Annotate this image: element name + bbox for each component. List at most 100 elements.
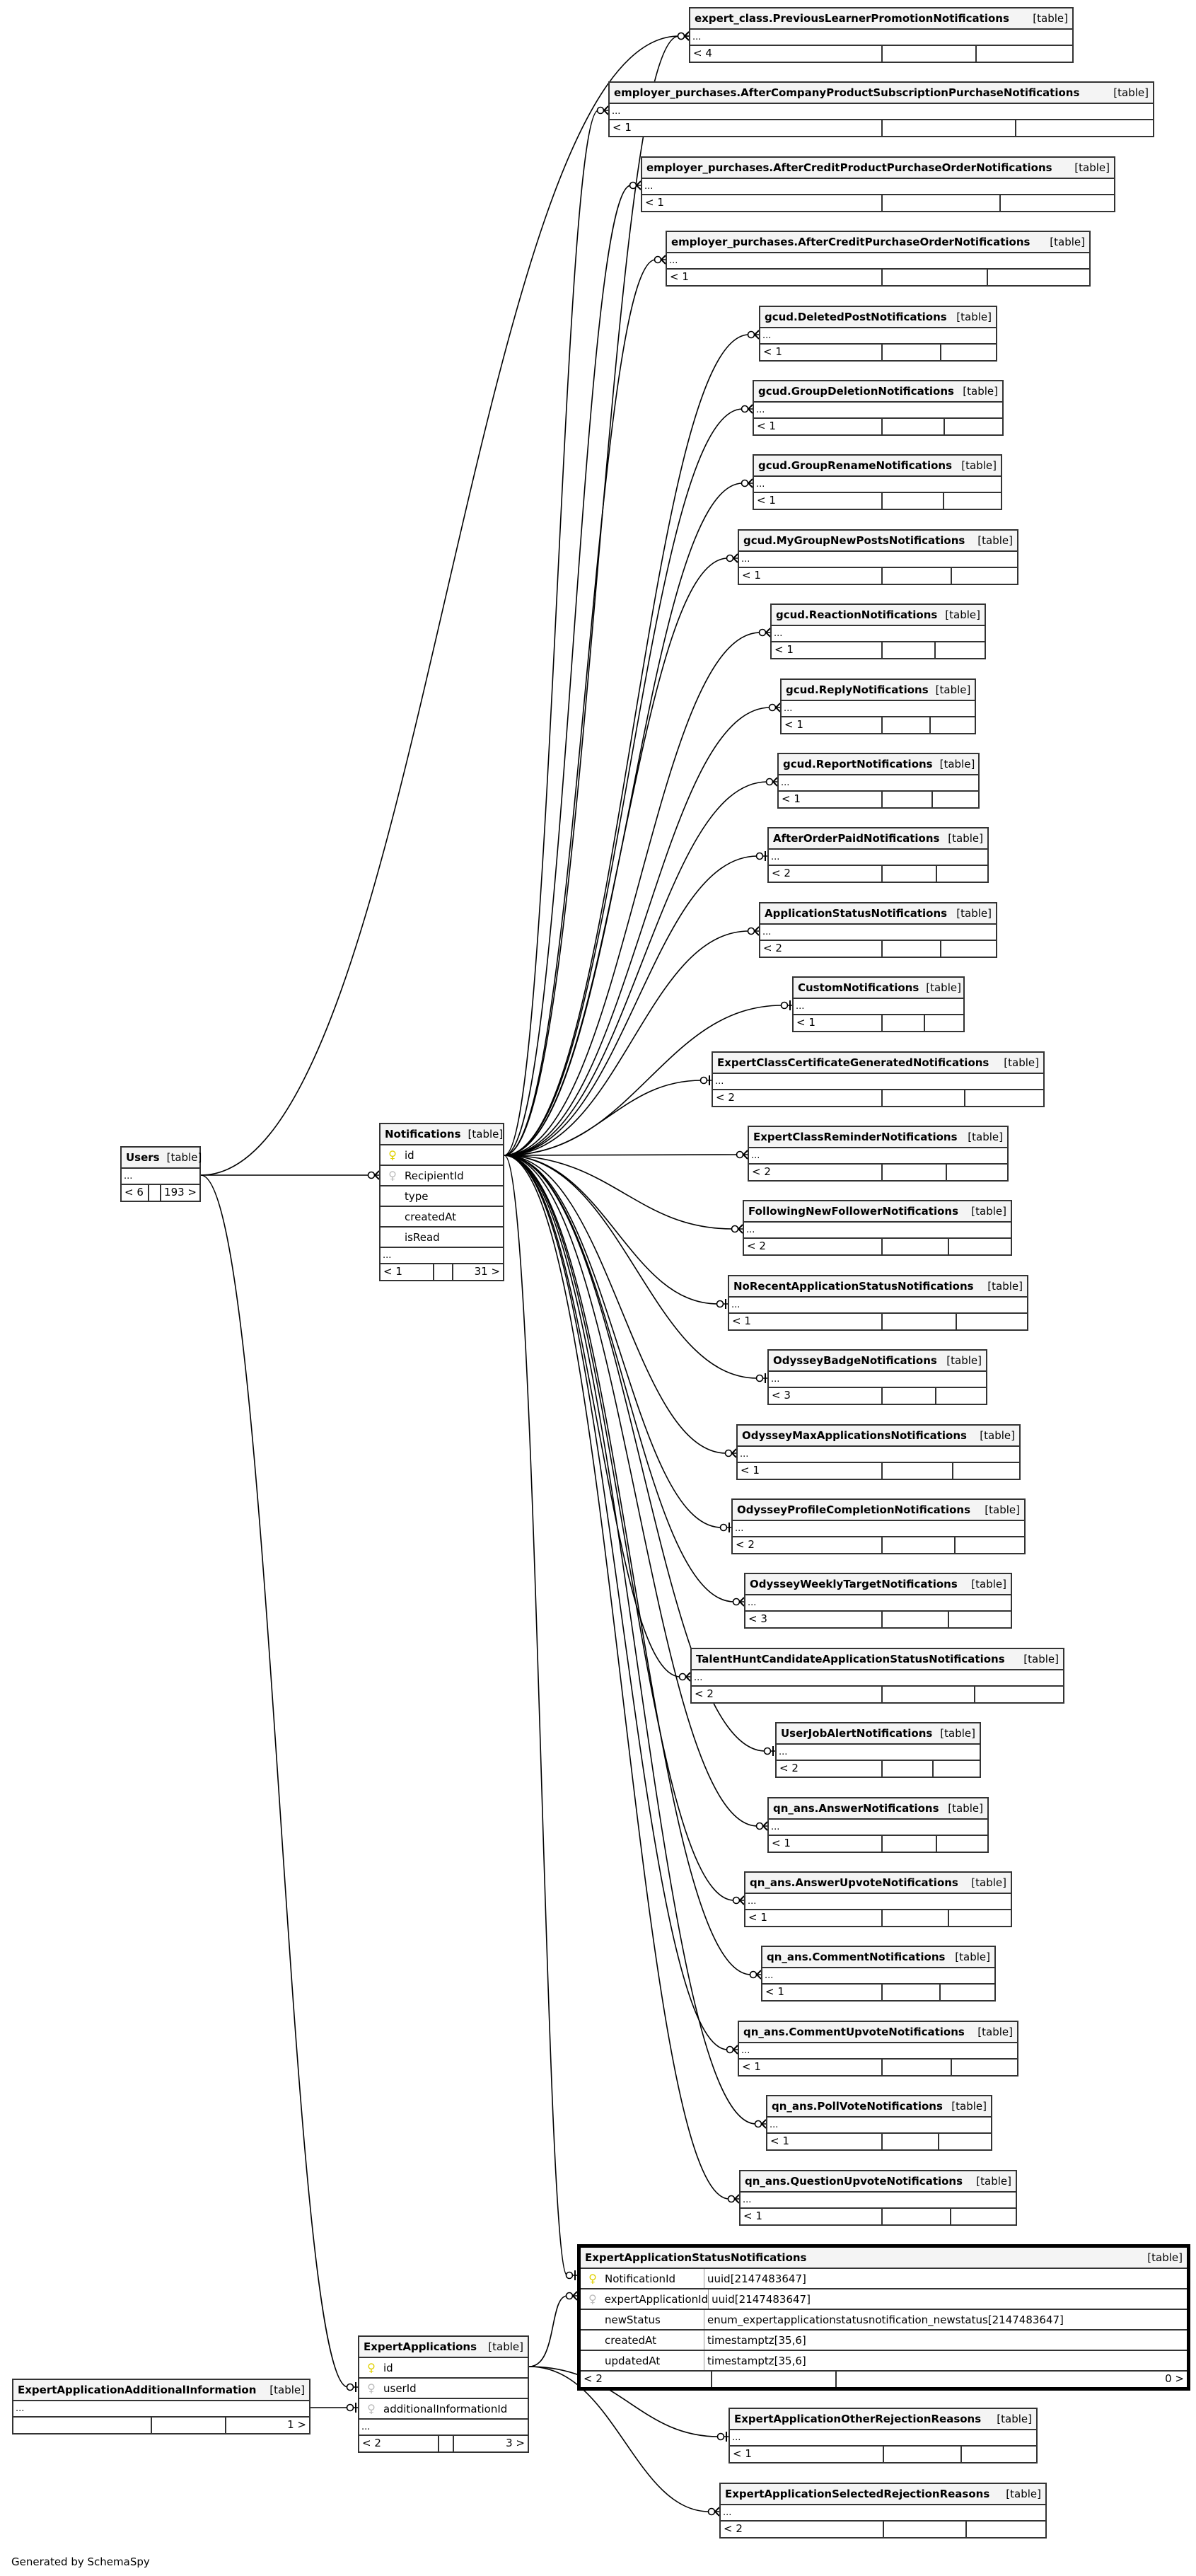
- table-name[interactable]: OdysseyMaxApplicationsNotifications: [742, 1429, 967, 1442]
- table-odysseymaxapplicationsnotifications[interactable]: OdysseyMaxApplicationsNotifications[tabl…: [736, 1424, 1021, 1480]
- parents-link[interactable]: < 2: [752, 1165, 771, 1178]
- children-link[interactable]: [948, 1910, 1011, 1926]
- more-columns[interactable]: ...: [667, 253, 1089, 270]
- parents-link[interactable]: < 3: [772, 1389, 791, 1402]
- table-name[interactable]: ExpertApplications: [364, 2340, 477, 2353]
- more-columns[interactable]: ...: [767, 2118, 991, 2134]
- table-userjobalertnotifications[interactable]: UserJobAlertNotifications[table]... < 2: [775, 1722, 981, 1778]
- table-name[interactable]: OdysseyBadgeNotifications: [773, 1354, 937, 1367]
- parents-link[interactable]: < 1: [770, 2135, 789, 2147]
- table-header[interactable]: gcud.ReplyNotifications[table]: [782, 680, 975, 701]
- more-columns[interactable]: ...: [721, 2505, 1045, 2522]
- parents-link[interactable]: < 1: [772, 1837, 791, 1849]
- table-header[interactable]: Users[table]: [122, 1148, 202, 1169]
- table-expertapplicationselectedrejectionreasons[interactable]: ExpertApplicationSelectedRejectionReason…: [719, 2483, 1047, 2539]
- table-expert-class-previouslearnerpromotionnotifications[interactable]: expert_class.PreviousLearnerPromotionNot…: [689, 7, 1074, 63]
- more-columns[interactable]: ...: [760, 925, 996, 941]
- children-link[interactable]: [951, 2060, 1017, 2075]
- more-columns[interactable]: ...: [769, 1372, 986, 1388]
- table-header[interactable]: employer_purchases.AfterCreditProductPur…: [642, 158, 1114, 179]
- table-header[interactable]: CustomNotifications[table]: [794, 978, 963, 999]
- more-columns[interactable]: ...: [713, 1074, 1043, 1090]
- table-expertclasscertificategeneratednotifications[interactable]: ExpertClassCertificateGeneratedNotificat…: [712, 1051, 1045, 1107]
- column-row[interactable]: type: [381, 1186, 503, 1207]
- table-name[interactable]: gcud.GroupDeletionNotifications: [758, 385, 954, 398]
- table-name[interactable]: qn_ans.CommentUpvoteNotifications: [743, 2026, 965, 2038]
- table-qn-ans-commentupvotenotifications[interactable]: qn_ans.CommentUpvoteNotifications[table]…: [738, 2021, 1018, 2077]
- table-name[interactable]: qn_ans.AnswerNotifications: [773, 1802, 939, 1815]
- parents-link[interactable]: < 3: [748, 1612, 767, 1625]
- column-row[interactable]: isRead: [381, 1228, 503, 1248]
- table-name[interactable]: qn_ans.CommentNotifications: [767, 1951, 946, 1963]
- table-qn-ans-pollvotenotifications[interactable]: qn_ans.PollVoteNotifications[table]... <…: [766, 2095, 992, 2151]
- parents-link[interactable]: < 2: [772, 867, 791, 879]
- table-header[interactable]: ExpertClassCertificateGeneratedNotificat…: [713, 1053, 1043, 1074]
- table-header[interactable]: qn_ans.QuestionUpvoteNotifications[table…: [741, 2171, 1016, 2193]
- table-qn-ans-answernotifications[interactable]: qn_ans.AnswerNotifications[table]... < 1: [767, 1797, 989, 1853]
- table-name[interactable]: employer_purchases.AfterCompanyProductSu…: [614, 86, 1080, 99]
- children-link[interactable]: [965, 2522, 1045, 2537]
- table-header[interactable]: FollowingNewFollowerNotifications[table]: [744, 1201, 1011, 1223]
- table-name[interactable]: gcud.ReportNotifications: [783, 758, 933, 770]
- more-columns[interactable]: ...: [745, 1894, 1011, 1910]
- children-link[interactable]: [950, 2209, 1016, 2224]
- parents-link[interactable]: < 1: [763, 345, 782, 358]
- children-link[interactable]: [999, 195, 1114, 211]
- parents-link[interactable]: < 1: [741, 1464, 760, 1477]
- table-name[interactable]: NoRecentApplicationStatusNotifications: [733, 1280, 974, 1293]
- parents-link[interactable]: < 2: [736, 1538, 755, 1551]
- table-name[interactable]: gcud.ReplyNotifications: [786, 683, 929, 696]
- parents-link[interactable]: < 1: [748, 1911, 767, 1924]
- parents-link[interactable]: < 6: [124, 1186, 144, 1199]
- children-link[interactable]: [1015, 120, 1153, 136]
- parents-link[interactable]: < 2: [695, 1687, 714, 1700]
- table-name[interactable]: qn_ans.QuestionUpvoteNotifications: [745, 2175, 963, 2188]
- children-link[interactable]: 193 >: [160, 1185, 199, 1201]
- parents-link[interactable]: < 1: [670, 270, 689, 283]
- table-qn-ans-questionupvotenotifications[interactable]: qn_ans.QuestionUpvoteNotifications[table…: [739, 2170, 1017, 2226]
- table-header[interactable]: employer_purchases.AfterCreditPurchaseOr…: [667, 232, 1089, 253]
- more-columns[interactable]: ...: [769, 1820, 987, 1836]
- parents-link[interactable]: < 1: [784, 718, 803, 731]
- more-columns[interactable]: ...: [13, 2401, 309, 2418]
- table-name[interactable]: ApplicationStatusNotifications: [765, 907, 948, 920]
- table-name[interactable]: ExpertApplicationStatusNotifications: [585, 2251, 807, 2264]
- children-link[interactable]: [934, 642, 985, 658]
- table-talenthuntcandidateapplicationstatusnotifications[interactable]: TalentHuntCandidateApplicationStatusNoti…: [690, 1648, 1064, 1704]
- children-link[interactable]: [948, 1612, 1011, 1627]
- table-header[interactable]: ExpertApplicationOtherRejectionReasons[t…: [730, 2409, 1036, 2430]
- more-columns[interactable]: ...: [762, 1968, 994, 1985]
- more-columns[interactable]: ...: [794, 999, 963, 1015]
- table-name[interactable]: FollowingNewFollowerNotifications: [748, 1205, 959, 1218]
- more-columns[interactable]: ...: [779, 775, 978, 792]
- more-columns[interactable]: ...: [754, 403, 1002, 419]
- children-link[interactable]: [924, 1015, 963, 1031]
- table-name[interactable]: qn_ans.AnswerUpvoteNotifications: [750, 1876, 958, 1889]
- table-followingnewfollowernotifications[interactable]: FollowingNewFollowerNotifications[table]…: [743, 1200, 1012, 1256]
- table-odysseybadgenotifications[interactable]: OdysseyBadgeNotifications[table]... < 3: [767, 1349, 987, 1405]
- table-expertapplicationadditionalinformation[interactable]: ExpertApplicationAdditionalInformation[t…: [12, 2379, 310, 2435]
- more-columns[interactable]: ...: [760, 328, 996, 345]
- table-header[interactable]: ExpertApplications[table]: [359, 2337, 528, 2358]
- parents-link[interactable]: < 1: [765, 1985, 784, 1998]
- children-link[interactable]: [936, 866, 987, 882]
- table-header[interactable]: ExpertClassReminderNotifications[table]: [749, 1127, 1007, 1148]
- children-link[interactable]: 0 >: [835, 2372, 1187, 2387]
- parents-link[interactable]: < 1: [757, 494, 776, 507]
- table-name[interactable]: UserJobAlertNotifications: [781, 1727, 933, 1740]
- more-columns[interactable]: ...: [782, 701, 975, 717]
- table-name[interactable]: ExpertApplicationOtherRejectionReasons: [734, 2413, 982, 2425]
- table-name[interactable]: TalentHuntCandidateApplicationStatusNoti…: [696, 1653, 1005, 1665]
- table-header[interactable]: qn_ans.CommentUpvoteNotifications[table]: [739, 2022, 1017, 2043]
- column-row[interactable]: ♀userId: [359, 2379, 528, 2399]
- table-header[interactable]: qn_ans.CommentNotifications[table]: [762, 1947, 994, 1968]
- table-header[interactable]: qn_ans.PollVoteNotifications[table]: [767, 2096, 991, 2118]
- column-row[interactable]: ♀RecipientId: [381, 1166, 503, 1186]
- table-users[interactable]: Users[table]... < 6 193 >: [120, 1146, 202, 1202]
- table-name[interactable]: gcud.GroupRenameNotifications: [758, 459, 953, 472]
- parents-link[interactable]: < 1: [757, 420, 776, 432]
- children-link[interactable]: 31 >: [452, 1264, 503, 1280]
- table-name[interactable]: ExpertApplicationSelectedRejectionReason…: [725, 2488, 990, 2500]
- more-columns[interactable]: ...: [738, 1447, 1019, 1463]
